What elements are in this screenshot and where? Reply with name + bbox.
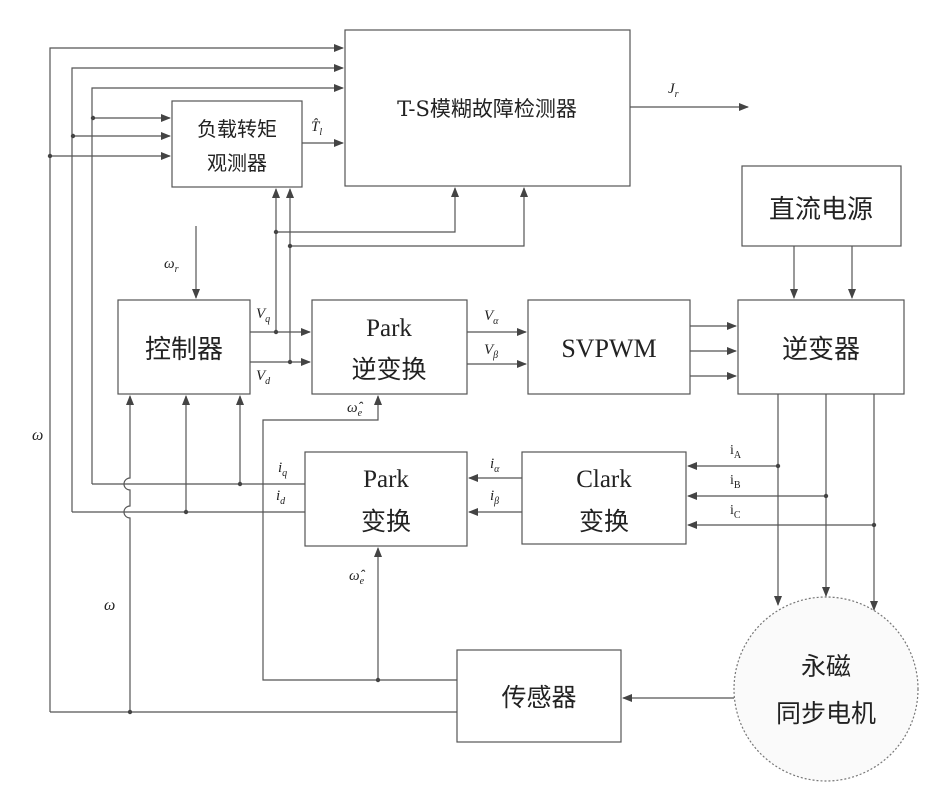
clark-label-line1: Clark [576,466,632,493]
inverse-park-block: Park 逆变换 [312,300,467,394]
omega-r-label: ωr [164,256,179,275]
sensor-block: 传感器 [457,650,621,742]
i-beta-label: iβ [490,488,499,507]
fault-detector-label: T-S模糊故障检测器 [397,97,577,121]
svpwm-block: SVPWM [528,300,690,394]
jr-label: Jr [668,81,679,100]
tl-label: T̂l [311,119,322,138]
v-alpha-label: Vα [484,308,499,327]
svpwm-label: SVPWM [561,334,656,363]
sensor-label: 传感器 [501,683,576,712]
i-alpha-label: iα [490,456,500,475]
vd-label: Vd [256,368,271,387]
observer-label-line2: 观测器 [207,151,267,175]
omega-left-label: ω [32,427,43,444]
ia-label: iA [730,443,742,461]
pmsm-motor: 永磁 同步电机 [734,597,918,781]
id-label: id [276,488,286,507]
inverter-block: 逆变器 [738,300,904,394]
park-label-line2: 变换 [361,507,411,536]
omega-e-bottom-label: ω̂e [349,568,366,587]
v-beta-label: Vβ [484,342,498,361]
omega-e-top-label: ω̂e [347,400,364,419]
park-block: Park 变换 [305,452,467,546]
fault-detector-block: T-S模糊故障检测器 [345,30,630,186]
dc-source-label: 直流电源 [769,195,873,225]
park-label-line1: Park [363,466,409,493]
dc-source-block: 直流电源 [742,166,901,246]
inverse-park-label-line1: Park [366,315,412,342]
clark-block: Clark 变换 [522,452,686,544]
clark-label-line2: 变换 [579,507,629,536]
controller-label: 控制器 [145,335,223,365]
inverter-label: 逆变器 [782,335,860,365]
motor-label-line1: 永磁 [801,652,851,681]
omega-mid-label: ω [104,597,115,614]
observer-label-line1: 负载转矩 [197,117,277,141]
ib-label: iB [730,473,741,491]
iq-label: iq [278,460,287,479]
load-torque-observer-block: 负载转矩 观测器 [172,101,302,187]
motor-label-line2: 同步电机 [776,699,876,728]
vq-label: Vq [256,306,270,325]
inverse-park-label-line2: 逆变换 [351,355,426,384]
controller-block: 控制器 [118,300,250,394]
ic-label: iC [730,503,741,521]
